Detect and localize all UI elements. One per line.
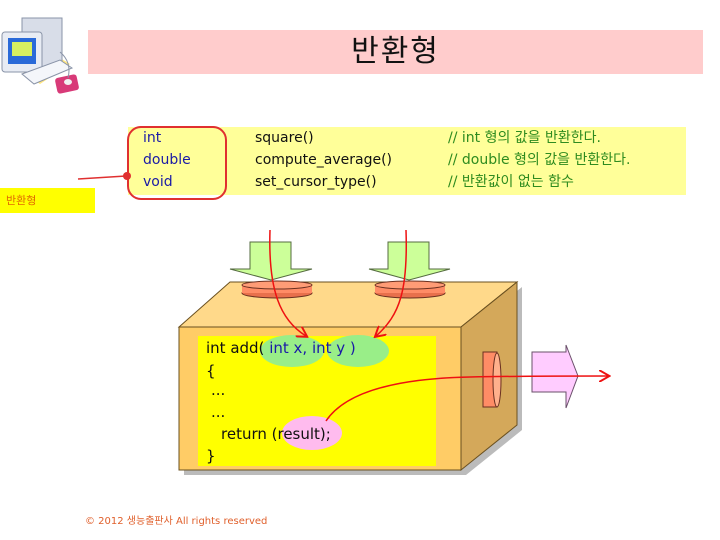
return-type-label-box: [0, 188, 95, 213]
code-line-close-brace: }: [206, 447, 216, 465]
return-type-table: int square() // int 형의 값을 반환한다. double c…: [128, 127, 686, 195]
comment: // double 형의 값을 반환한다.: [448, 152, 631, 168]
code-line-return: return (result);: [221, 425, 331, 443]
return-type: int: [143, 130, 162, 146]
title-bar: [88, 30, 703, 74]
return-value: (result): [271, 425, 326, 443]
return-type: double: [143, 152, 191, 168]
function-name: set_cursor_type(): [255, 174, 377, 190]
code-text: ;: [325, 425, 331, 443]
code-text: int add(: [206, 339, 265, 357]
code-line-ellipsis: ...: [211, 403, 226, 421]
page-title: 반환형: [351, 34, 440, 69]
function-name: compute_average(): [255, 152, 392, 168]
comment: // int 형의 값을 반환한다.: [448, 130, 601, 146]
return-keyword: return: [221, 425, 272, 443]
code-line-ellipsis: ...: [211, 381, 226, 399]
code-line-open-brace: {: [206, 362, 216, 380]
function-name: square(): [255, 130, 314, 146]
code-line-signature: int add( int x, int y ): [206, 339, 356, 357]
computer-clipart-icon: [1, 17, 79, 94]
return-type-label: 반환형: [6, 194, 37, 207]
param-y: int y ): [311, 339, 356, 357]
return-type-highlight: [127, 126, 227, 200]
param-x: int x,: [269, 339, 308, 357]
copyright-footer: © 2012 생능출판사 All rights reserved: [85, 516, 268, 527]
comment: // 반환값이 없는 함수: [448, 174, 574, 190]
return-type: void: [143, 174, 173, 190]
